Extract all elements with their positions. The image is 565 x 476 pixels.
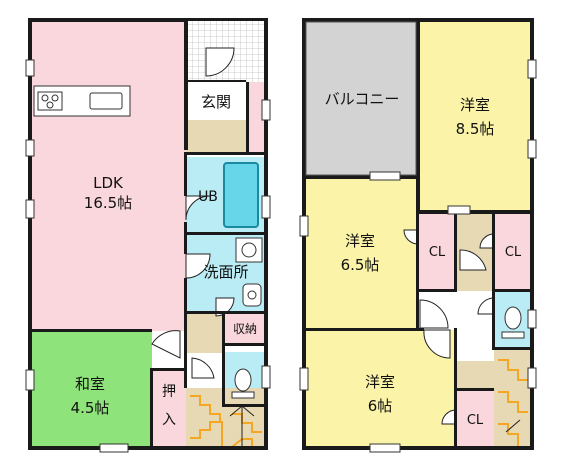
yoshitsu-85-room xyxy=(418,20,531,212)
entrance-door-swing xyxy=(205,47,235,77)
closet-b-label: CL xyxy=(505,245,522,260)
toilet-tank-1f xyxy=(231,391,255,399)
toilet-bowl-1f xyxy=(234,368,252,392)
stove xyxy=(37,91,63,111)
balcony-rail xyxy=(305,21,417,176)
windows-2f xyxy=(299,59,537,453)
genkan-label: 玄関 xyxy=(201,93,231,111)
washbasin xyxy=(242,283,262,307)
yoshitsu-85-size: 8.5帖 xyxy=(456,120,495,138)
bathtub xyxy=(223,162,259,228)
stairs-2f xyxy=(494,349,531,448)
yoshitsu-85-door-swing xyxy=(459,249,487,271)
washitsu-size: 4.5帖 xyxy=(71,399,110,417)
ldk-size: 16.5帖 xyxy=(84,194,132,212)
ub-door-swing xyxy=(185,195,211,221)
walls-1f xyxy=(28,18,268,450)
closet-a-room xyxy=(418,212,456,291)
toilet-tank-2f xyxy=(501,331,525,339)
closet-c-room xyxy=(456,390,494,448)
yoshitsu-65-name: 洋室 xyxy=(345,232,375,250)
yoshitsu-85-name: 洋室 xyxy=(460,96,490,114)
upper-floor xyxy=(299,18,537,453)
stair-treads-1f xyxy=(190,395,262,448)
ub-label: UB xyxy=(198,189,218,205)
yoshitsu-6-size: 6帖 xyxy=(368,397,393,415)
closet-b-door-swing xyxy=(479,233,495,249)
genkan-floor xyxy=(186,120,248,154)
balcony-label: バルコニー xyxy=(325,90,400,108)
oshiire-label-top: 押 xyxy=(162,384,176,400)
stair-treads-2f xyxy=(498,359,528,446)
yoshitsu-6-door-swing xyxy=(423,329,451,359)
senmenjo-door-swing xyxy=(185,253,211,279)
yoshitsu-65-door-swing xyxy=(419,299,449,329)
shuno-closet xyxy=(224,313,266,345)
closet-c-label: CL xyxy=(467,413,484,428)
shuno-label: 収納 xyxy=(233,322,257,336)
ldk-name: LDK xyxy=(93,174,124,192)
hall-floor xyxy=(186,313,224,353)
closet-c-door-swing xyxy=(441,409,457,425)
ldk-door-swing xyxy=(151,330,181,359)
ground-floor xyxy=(25,18,271,453)
hall-door-swing xyxy=(191,357,215,379)
windows-1f xyxy=(25,59,271,453)
labels: LDK 16.5帖 和室 4.5帖 押 入 玄関 UB 洗面所 収納 バルコニー… xyxy=(71,90,522,428)
oshiire-label-bottom: 入 xyxy=(162,412,176,428)
washing-machine xyxy=(235,237,263,263)
toilet-bowl-2f xyxy=(504,306,522,330)
oshiire-closet xyxy=(152,368,186,447)
toilet-door-swing-2f xyxy=(477,297,495,315)
ldk-room xyxy=(30,20,186,331)
senmenjo-label: 洗面所 xyxy=(203,263,248,281)
yoshitsu-65-size: 6.5帖 xyxy=(341,256,380,274)
closet-a-label: CL xyxy=(429,245,446,260)
balcony xyxy=(304,20,418,177)
yoshitsu-65-room xyxy=(304,177,418,330)
kitchen-sink xyxy=(89,92,123,110)
washitsu-name: 和室 xyxy=(75,375,105,393)
washitsu-room xyxy=(30,331,152,447)
closet-b-room xyxy=(494,212,531,291)
yoshitsu-6-name: 洋室 xyxy=(365,373,395,391)
